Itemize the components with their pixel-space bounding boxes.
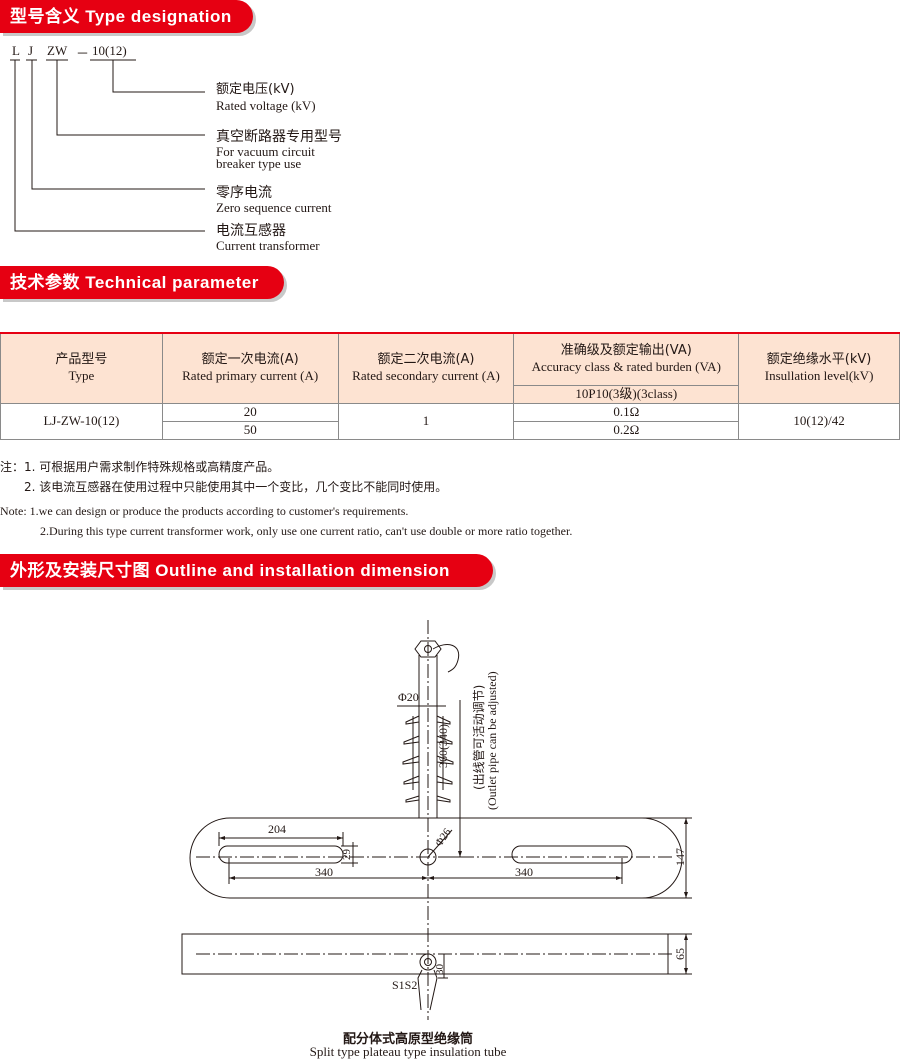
code-dash: － [76,46,90,61]
header-accuracy: 准确级及额定输出(VA)Accuracy class & rated burde… [513,332,740,386]
code-j: J [28,43,34,58]
header-insulation: 额定绝缘水平(kV)Insullation level(kV) [738,332,900,404]
desig-vacuum-cn: 真空断路器专用型号 [216,129,342,145]
dim-29: 29 [341,849,353,860]
code-l: L [12,43,20,58]
code-zw: ZW [47,43,68,58]
dim-204: 204 [268,822,286,836]
dim-340-right: 340 [515,865,533,879]
note-cn-1: 注：1. 可根据用户需求制作特殊规格或高精度产品。 [0,460,280,474]
cell-burden-2: 0.2Ω [513,420,740,440]
desig-ct-en: Current transformer [216,238,320,253]
note-en-2: 2.During this type current transformer w… [40,524,573,538]
label-s1s2: S1S2 [392,978,418,992]
code-voltage: 10(12) [92,43,127,58]
dim-147: 147 [673,848,687,866]
cell-type: LJ-ZW-10(12) [0,402,163,440]
header-primary: 额定一次电流(A)Rated primary current (A) [161,332,339,404]
note-en-1: Note: 1.we can design or produce the pro… [0,504,409,518]
header-secondary: 额定二次电流(A)Rated secondary current (A) [337,332,515,404]
desig-vacuum-en2: breaker type use [216,156,302,171]
section-title-type-designation: 型号含义 Type designation [0,0,253,33]
designation-leader-lines [10,59,205,232]
desig-vacuum-en1: For vacuum circuit [216,144,315,159]
desig-voltage-cn: 额定电压(kV) [216,82,295,97]
drawing-caption-cn: 配分体式高原型绝缘筒 [342,1032,473,1047]
dim-340-left: 340 [315,865,333,879]
desig-ct-cn: 电流互感器 [216,223,286,239]
dim-phi20: Φ20 [398,690,419,704]
dim-30: 30 [434,964,446,975]
section-title-technical-parameter: 技术参数 Technical parameter [0,266,284,299]
dim-65: 65 [673,948,687,960]
desig-zero-en: Zero sequence current [216,200,332,215]
drawing-caption-en: Split type plateau type insulation tube [309,1044,507,1059]
desig-voltage-en: Rated voltage (kV) [216,98,316,113]
header-accuracy-class: 10P10(3级)(3class) [513,384,740,404]
dim-adjust-en: (Outlet pipe can be adjusted) [485,671,499,810]
section-title-outline: 外形及安装尺寸图 Outline and installation dimens… [0,554,493,587]
cell-primary-2: 50 [161,420,339,440]
cell-insulation: 10(12)/42 [738,402,900,440]
desig-zero-cn: 零序电流 [216,185,272,201]
dim-360: 360(340) [436,724,450,768]
note-cn-2: 2. 该电流互感器在使用过程中只能使用其中一个变比，几个变比不能同时使用。 [24,480,448,494]
cell-secondary: 1 [337,402,515,440]
